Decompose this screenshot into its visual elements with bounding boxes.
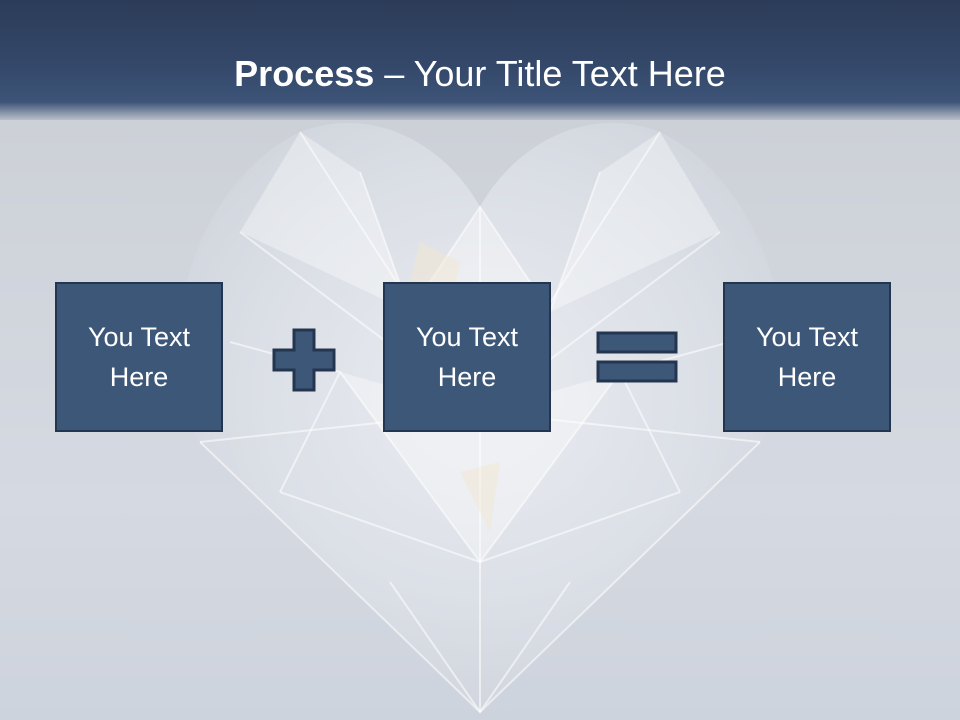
- text-box-2-label: You Text Here: [415, 322, 519, 392]
- text-box-1[interactable]: You Text Here: [55, 282, 223, 432]
- title-bar: [0, 0, 960, 120]
- text-box-3-label: You Text Here: [755, 322, 859, 392]
- text-box-3[interactable]: You Text Here: [723, 282, 891, 432]
- equals-icon: [596, 331, 678, 383]
- text-box-1-label: You Text Here: [87, 322, 191, 392]
- title-bold: Process: [234, 53, 375, 94]
- slide-title: Process – Your Title Text Here: [0, 50, 960, 98]
- title-rest: – Your Title Text Here: [374, 53, 726, 94]
- text-box-2[interactable]: You Text Here: [383, 282, 551, 432]
- plus-icon: [272, 328, 336, 392]
